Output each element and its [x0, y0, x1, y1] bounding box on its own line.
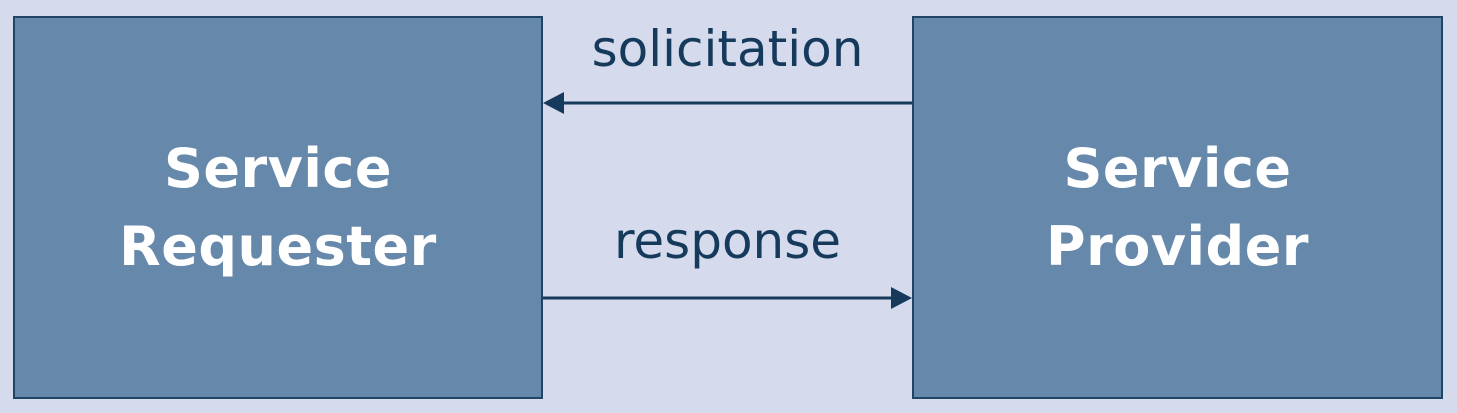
service-provider-title-line2: Provider — [1046, 214, 1309, 278]
response-arrow — [543, 287, 912, 309]
solicitation-arrowhead — [543, 92, 564, 114]
service-provider-title-line1: Service — [1063, 136, 1292, 200]
service-requester-box: Service Requester — [13, 16, 543, 399]
solicitation-label: solicitation — [591, 20, 864, 78]
service-requester-title-line1: Service — [164, 136, 392, 200]
solicitation-arrow — [543, 92, 912, 114]
service-provider-box: Service Provider — [912, 16, 1443, 399]
service-requester-title-line2: Requester — [119, 214, 437, 278]
response-label: response — [613, 212, 842, 270]
response-arrowhead — [891, 287, 912, 309]
